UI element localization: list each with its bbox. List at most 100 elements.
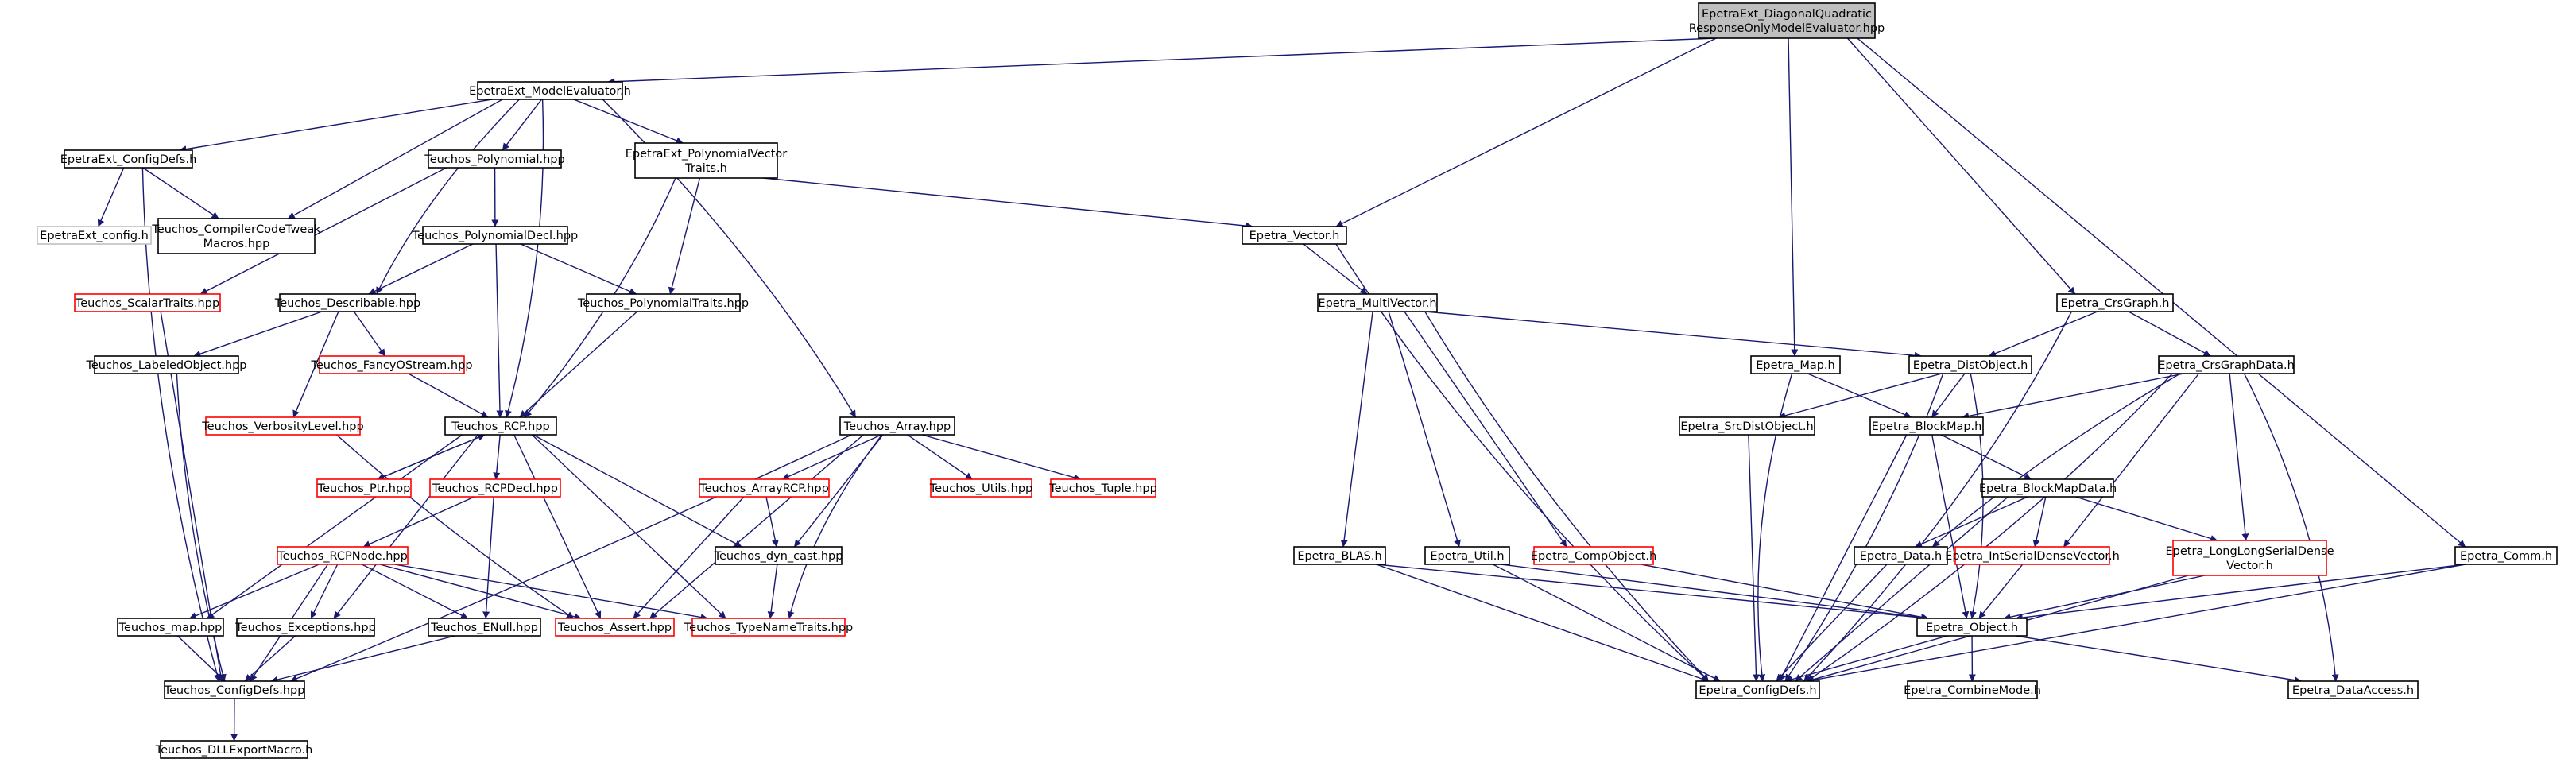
node-polynomial[interactable]: Teuchos_Polynomial.hpp — [424, 149, 565, 169]
node-dll-export[interactable]: Teuchos_DLLExportMacro.h — [155, 740, 313, 759]
node-epetra-object[interactable]: Epetra_Object.h — [1916, 618, 2028, 637]
node-combine-mode[interactable]: Epetra_CombineMode.h — [1904, 680, 2041, 699]
edge — [176, 635, 226, 682]
node-multi-vector[interactable]: Epetra_MultiVector.h — [1317, 293, 1438, 312]
node-label: Epetra_DataAccess.h — [2292, 684, 2414, 697]
node-label: Teuchos_PolynomialTraits.hpp — [577, 297, 749, 310]
node-label: Epetra_Vector.h — [1249, 230, 1340, 242]
edge-array-rcp-to-assert — [633, 496, 745, 619]
edge-crs-graph-data-to-data-access — [2243, 373, 2339, 682]
node-util[interactable]: Epetra_Util.h — [1424, 546, 1510, 565]
node-assert[interactable]: Teuchos_Assert.hpp — [555, 618, 675, 637]
node-epetra-comm[interactable]: Epetra_Comm.h — [2454, 546, 2558, 565]
node-label: EpetraExt_DiagonalQuadratic — [1702, 8, 1872, 21]
node-config-defs[interactable]: EpetraExt_ConfigDefs.h — [60, 149, 197, 169]
edge-rcp-to-exceptions — [333, 434, 478, 619]
edge — [1915, 496, 2028, 548]
node-labeled-object[interactable]: Teuchos_LabeledObject.hpp — [85, 355, 247, 374]
node-blas[interactable]: Epetra_BLAS.h — [1293, 546, 1386, 565]
edge — [1784, 635, 1948, 684]
node-crs-graph-data[interactable]: Epetra_CrsGraphData.h — [2158, 355, 2295, 374]
node-array[interactable]: Teuchos_Array.hpp — [839, 416, 955, 436]
edge-exceptions-to-teuchos-config-defs — [244, 635, 296, 682]
node-label: EpetraExt_PolynomialVector — [626, 148, 788, 161]
node-polynomial-traits[interactable]: Teuchos_PolynomialTraits.hpp — [577, 293, 749, 312]
node-epetra-config-defs[interactable]: Epetra_ConfigDefs.h — [1695, 680, 1820, 699]
edge — [2075, 496, 2218, 542]
node-block-map-data[interactable]: Epetra_BlockMapData.h — [1979, 478, 2117, 498]
edge-comp-object-to-epetra-object — [1641, 564, 1929, 621]
node-box — [1317, 293, 1438, 312]
edge-rcp-node-to-assert — [379, 564, 582, 621]
node-label: Teuchos_RCPDecl.hpp — [432, 482, 558, 495]
edge-crs-graph-data-to-block-map — [1962, 373, 2184, 420]
node-box — [37, 226, 152, 245]
edge-array-to-utils — [907, 434, 973, 480]
node-label: Epetra_Object.h — [1926, 622, 2018, 634]
edge — [502, 99, 543, 151]
node-ptr[interactable]: Teuchos_Ptr.hpp — [316, 478, 412, 498]
node-tuple[interactable]: Teuchos_Tuple.hpp — [1048, 478, 1157, 498]
edge-crs-graph-to-epetra-config-defs — [1803, 311, 2072, 682]
node-epetra-map[interactable]: Epetra_Map.h — [1750, 355, 1841, 374]
node-label: Epetra_CombineMode.h — [1904, 684, 2041, 697]
edge — [1962, 373, 2184, 420]
node-block-map[interactable]: Epetra_BlockMap.h — [1869, 416, 1984, 436]
node-rcp-node[interactable]: Teuchos_RCPNode.hpp — [277, 546, 409, 565]
edge — [1388, 311, 1461, 548]
edge-array-to-tuple — [921, 434, 1081, 482]
node-ext-config[interactable]: EpetraExt_config.h — [37, 226, 152, 245]
node-model-evaluator[interactable]: EpetraExt_ModelEvaluator.h — [469, 81, 631, 100]
node-verbosity-level[interactable]: Teuchos_VerbosityLevel.hpp — [201, 416, 364, 436]
node-label: Teuchos_Polynomial.hpp — [424, 153, 564, 166]
node-label: Teuchos_map.hpp — [118, 622, 223, 634]
node-src-dist-object[interactable]: Epetra_SrcDistObject.h — [1679, 416, 1815, 436]
edge-map-hpp-to-teuchos-config-defs — [176, 635, 226, 682]
edge-model-evaluator-to-compiler-code-tweak — [287, 99, 503, 219]
node-label: Teuchos_RCPNode.hpp — [277, 550, 408, 563]
edge-polynomial-decl-to-describable — [368, 243, 474, 295]
edge-rcp-node-to-enull — [362, 564, 468, 619]
node-int-serial-dense-vector[interactable]: Epetra_IntSerialDenseVector.h — [1945, 546, 2120, 565]
edge — [362, 564, 468, 619]
node-rcp[interactable]: Teuchos_RCP.hpp — [444, 416, 557, 436]
edge-rcp-decl-to-rcp-node — [362, 496, 475, 548]
edge-fancy-ostream-to-rcp — [408, 373, 489, 418]
node-exceptions[interactable]: Teuchos_Exceptions.hpp — [234, 618, 376, 637]
node-box — [1242, 226, 1347, 245]
node-rcp-decl[interactable]: Teuchos_RCPDecl.hpp — [429, 478, 561, 498]
node-epetra-data[interactable]: Epetra_Data.h — [1854, 546, 1948, 565]
edge — [1931, 373, 1966, 418]
node-fancy-ostream[interactable]: Teuchos_FancyOStream.hpp — [310, 355, 473, 374]
node-comp-object[interactable]: Epetra_CompObject.h — [1531, 546, 1656, 565]
node-utils[interactable]: Teuchos_Utils.hpp — [929, 478, 1032, 498]
node-epetra-vector[interactable]: Epetra_Vector.h — [1242, 226, 1347, 245]
node-data-access[interactable]: Epetra_DataAccess.h — [2287, 680, 2419, 699]
edge — [519, 311, 638, 418]
edge-rcp-to-assert — [513, 434, 602, 619]
node-polynomial-decl[interactable]: Teuchos_PolynomialDecl.hpp — [412, 226, 578, 245]
edge-polynomial-to-scalar-traits — [199, 167, 447, 295]
node-describable[interactable]: Teuchos_Describable.hpp — [274, 293, 420, 312]
node-array-rcp[interactable]: Teuchos_ArrayRCP.hpp — [699, 478, 830, 498]
node-box — [1981, 478, 2114, 498]
edge — [495, 243, 504, 418]
node-type-name-traits[interactable]: Teuchos_TypeNameTraits.hpp — [684, 618, 853, 637]
node-scalar-traits[interactable]: Teuchos_ScalarTraits.hpp — [74, 293, 221, 312]
edge-rcp-to-type-name-traits — [531, 434, 726, 619]
node-dist-object[interactable]: Epetra_DistObject.h — [1908, 355, 2032, 374]
node-map-hpp[interactable]: Teuchos_map.hpp — [117, 618, 224, 637]
edge-root-to-epetra-vector — [1335, 37, 1717, 227]
edge-block-map-data-to-epetra-config-defs — [1795, 496, 2009, 682]
node-enull[interactable]: Teuchos_ENull.hpp — [428, 618, 541, 637]
edge — [2016, 635, 2302, 684]
node-root[interactable]: EpetraExt_DiagonalQuadraticResponseOnlyM… — [1689, 2, 1885, 39]
node-dyn-cast[interactable]: Teuchos_dyn_cast.hpp — [714, 546, 843, 565]
edge — [376, 99, 520, 295]
edge-describable-to-verbosity-level — [292, 311, 339, 418]
node-teuchos-config-defs[interactable]: Teuchos_ConfigDefs.hpp — [164, 680, 305, 699]
node-crs-graph[interactable]: Epetra_CrsGraph.h — [2056, 293, 2174, 312]
